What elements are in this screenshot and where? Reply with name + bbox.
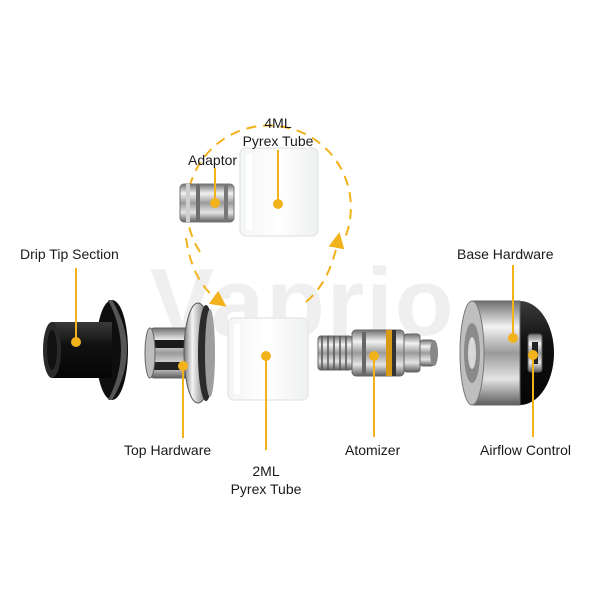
base-hardware-part — [459, 300, 554, 406]
label-2ml-volume: 2ML — [252, 463, 280, 479]
label-drip-tip-section: Drip Tip Section — [20, 246, 119, 262]
callout-leaders — [71, 150, 538, 450]
label-base-hardware: Base Hardware — [457, 246, 554, 262]
swap-arrows — [185, 232, 345, 307]
drip-tip-part — [43, 300, 128, 400]
top-hardware-part — [144, 302, 215, 404]
label-top-hardware: Top Hardware — [124, 442, 212, 458]
label-4ml-volume: 4ML — [264, 115, 292, 131]
label-atomizer: Atomizer — [345, 442, 401, 458]
adaptor-part — [179, 183, 235, 223]
label-adaptor: Adaptor — [188, 152, 238, 168]
atomizer-part — [317, 329, 438, 377]
label-2ml-pyrex-tube: Pyrex Tube — [230, 481, 302, 497]
label-airflow-control: Airflow Control — [480, 442, 572, 458]
label-4ml-pyrex-tube: Pyrex Tube — [242, 133, 314, 149]
